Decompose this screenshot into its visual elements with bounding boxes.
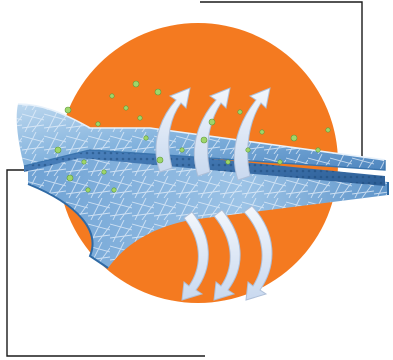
- vapor-particle: [326, 128, 330, 132]
- vapor-particle: [209, 119, 215, 125]
- vapor-particle: [86, 188, 90, 192]
- vapor-particle: [180, 148, 184, 152]
- vapor-particle: [246, 148, 250, 152]
- vapor-particle: [96, 122, 100, 126]
- vapor-particle: [133, 81, 139, 87]
- vapor-particle: [226, 160, 230, 164]
- vapor-particle: [201, 137, 207, 143]
- vapor-particle: [144, 136, 148, 140]
- vapor-particle: [138, 116, 142, 120]
- vapor-particle: [155, 89, 161, 95]
- vapor-particle: [110, 94, 114, 98]
- vapor-particle: [102, 170, 106, 174]
- vapor-particle: [67, 175, 73, 181]
- vapor-particle: [55, 147, 61, 153]
- vapor-particle: [291, 135, 297, 141]
- vapor-particle: [65, 107, 71, 113]
- vapor-particle: [278, 160, 282, 164]
- vapor-particle: [82, 160, 86, 164]
- vapor-particle: [124, 106, 128, 110]
- vapor-particle: [238, 110, 242, 114]
- vapor-particle: [260, 130, 264, 134]
- vapor-particle: [157, 157, 163, 163]
- vapor-particle: [112, 188, 116, 192]
- vapor-particle: [316, 148, 320, 152]
